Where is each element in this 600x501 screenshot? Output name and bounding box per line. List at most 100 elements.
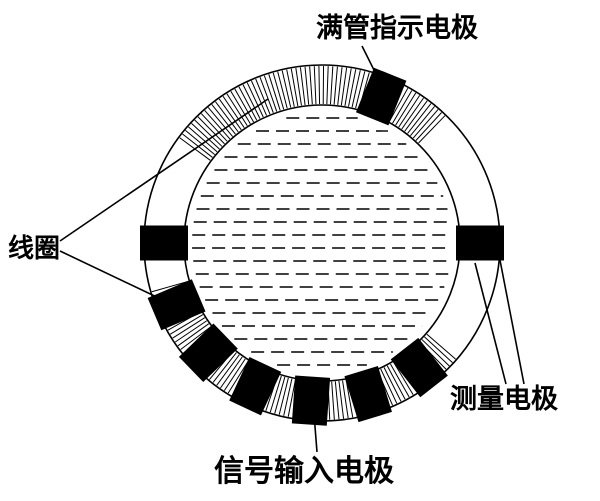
coil-hatch-line-top: [246, 82, 264, 118]
coil-hatch-line-top: [351, 70, 361, 108]
coil-hatch-line-top: [250, 80, 268, 116]
coil-hatch-line-top: [255, 78, 271, 115]
leader-line-signal-input: [313, 413, 318, 453]
label-signal-input-electrode: 信号输入电极: [214, 454, 394, 489]
coil-hatch-line-bottom: [383, 367, 402, 402]
coil-hatch-line-top: [242, 84, 261, 119]
coil-hatch-line-top: [299, 67, 306, 106]
coil-hatch-line-top: [407, 103, 432, 134]
coil-hatch-line-top: [318, 66, 321, 105]
coil-hatch-line-top: [226, 93, 248, 127]
coil-hatch-line-bottom: [170, 314, 204, 335]
coil-hatch-line-top: [185, 130, 216, 155]
electrode-bottom-5: [390, 337, 448, 398]
coil-hatch-line-top: [355, 71, 366, 109]
coil-hatch-line-top: [194, 119, 223, 147]
coil-hatch-line-top: [234, 88, 254, 123]
electrode-full-pipe-indicator: [355, 67, 407, 126]
liquid-fill-dashes: [192, 117, 452, 366]
coil-hatch-line-bottom: [151, 280, 189, 293]
coil-hatch-line-bottom: [212, 352, 237, 383]
coil-hatch-line-bottom: [220, 356, 243, 389]
label-full-pipe-electrode: 满管指示电极: [316, 13, 478, 44]
coil-hatch-line-bottom: [180, 326, 212, 350]
leader-lines-group: [59, 45, 525, 453]
electrode-bottom-1: [147, 279, 206, 331]
coil-hatch-line-bottom: [269, 375, 282, 413]
coil-hatch-line-bottom: [424, 336, 453, 363]
coil-hatch-line-top: [337, 67, 343, 105]
label-measuring-electrode: 测量电极: [450, 384, 558, 415]
coil-hatch-line-top: [211, 104, 236, 135]
electrodes-group: [140, 67, 504, 426]
coil-hatch-line-bottom: [386, 365, 406, 400]
coil-hatch-line-top: [204, 110, 231, 140]
coil-hatch-line-bottom: [390, 363, 410, 398]
coil-hatch-line-bottom: [278, 377, 289, 415]
coil-hatch-line-top: [412, 109, 439, 139]
leader-line-measuring-b: [498, 254, 525, 385]
coil-hatch-line-top: [404, 100, 428, 132]
electrode-measuring-right: [456, 225, 504, 261]
coil-hatch-line-top: [329, 66, 334, 105]
electrode-measuring-left: [140, 225, 188, 261]
coil-hatch-line-top: [182, 133, 213, 158]
coil-hatch-line-top: [392, 90, 413, 124]
coil-hatch-line-top: [418, 115, 446, 144]
coil-hatch-line-top: [401, 97, 424, 130]
label-coil: 线圈: [8, 234, 60, 264]
leader-line-coil-upper: [59, 98, 269, 242]
coil-hatch-line-bottom: [421, 339, 450, 367]
coil-hatch-line-top: [218, 98, 242, 131]
coil-hatch-line-bottom: [380, 368, 398, 404]
coil-hatch-line-top: [295, 67, 302, 106]
coil-hatch-line-top: [200, 113, 228, 142]
coil-hatch-line-top: [388, 87, 409, 122]
coil-hatch-line-top: [191, 123, 220, 150]
coil-hatch-line-top: [277, 71, 288, 109]
leader-line-measuring-a: [474, 262, 507, 385]
leader-line-full-pipe-electrode: [361, 45, 385, 91]
coil-hatch-line-top: [238, 86, 258, 121]
coil-hatch-line-top: [395, 92, 417, 126]
electrode-bottom-2: [178, 323, 238, 383]
leader-line-coil-lower: [59, 250, 185, 311]
coil-hatch-line-top: [222, 95, 245, 129]
coil-hatch-line-top: [290, 68, 299, 107]
coil-hatch-line-bottom: [331, 381, 335, 420]
coil-hatch-line-top: [215, 101, 239, 133]
coil-hatch-line-top: [398, 95, 421, 128]
coil-hatch-line-top: [309, 66, 313, 105]
coil-hatch-line-top: [259, 77, 274, 113]
coil-hatch-line-top: [344, 68, 352, 106]
coil-hatch-line-bottom: [334, 381, 340, 420]
coil-hatch-line-top: [286, 69, 295, 107]
coil-hatch-line-top: [415, 112, 442, 141]
coil-hatch-line-bottom: [216, 354, 240, 386]
coil-hatch-line-top: [188, 126, 218, 153]
coil-hatch-line-top: [340, 67, 348, 106]
coil-hatch-line-top: [272, 72, 285, 110]
coil-hatch-line-top: [281, 70, 292, 108]
electrode-bottom-3: [229, 357, 282, 416]
coil-hatch-line-top: [263, 75, 278, 112]
coil-hatch-line-top: [207, 107, 234, 137]
coil-hatch-line-top: [197, 116, 225, 145]
coil-hatch-line-top: [333, 66, 338, 105]
coil-hatch-line-top: [348, 69, 357, 107]
coil-hatch-line-bottom: [274, 376, 286, 414]
coil-hatch-line-bottom: [223, 358, 246, 391]
coil-hatch-line-top: [268, 74, 281, 111]
coil-hatch-line-bottom: [287, 379, 296, 417]
coil-hatch-line-bottom: [227, 360, 249, 394]
electrode-bottom-4: [344, 366, 392, 423]
coil-hatch-line-top: [410, 106, 435, 137]
coil-hatch-line-bottom: [426, 333, 456, 360]
coil-hatch-line-bottom: [345, 379, 354, 418]
coil-hatch-line-bottom: [393, 361, 414, 395]
coil-hatch-line-top: [326, 66, 329, 105]
coil-hatch-line-bottom: [174, 320, 208, 343]
coil-hatch-line-bottom: [172, 317, 206, 339]
